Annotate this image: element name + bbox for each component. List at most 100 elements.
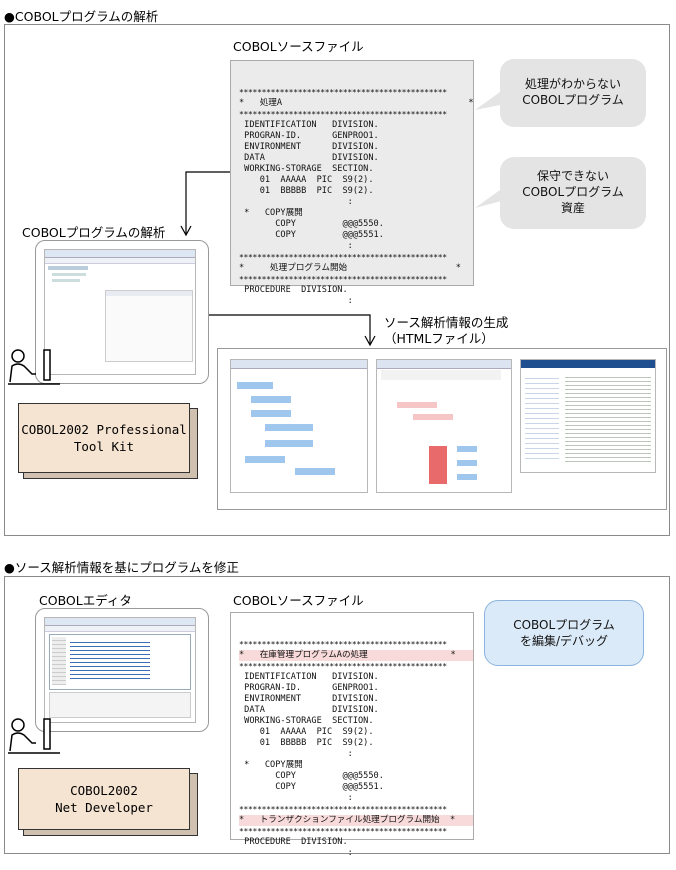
flow-node — [237, 382, 273, 389]
flow-node — [457, 460, 477, 466]
flow-node — [397, 402, 437, 408]
source-line: * 処理プログラム開始 * — [239, 263, 461, 273]
source-file-label-1: COBOLソースファイル — [233, 39, 364, 54]
source-line: ****************************************… — [239, 805, 447, 814]
callout-line: 処理がわからない — [524, 77, 621, 91]
product-name-line: COBOL2002 Professional — [21, 422, 187, 437]
file-list — [525, 374, 559, 462]
source-line: ENVIRONMENT DIVISION. — [239, 694, 379, 704]
source-line: : — [239, 241, 353, 251]
code-area — [49, 634, 191, 690]
source-line: PROCEDURE DIVISION. — [239, 837, 348, 847]
flow-node — [413, 414, 453, 420]
editor-label: COBOLエディタ — [39, 593, 132, 608]
section1-title: ●COBOLプログラムの解析 — [4, 9, 159, 24]
window-titlebar — [521, 360, 655, 368]
source-line: ****************************************… — [239, 662, 447, 671]
callout-unmaintainable-assets: 保守できない COBOLプログラム 資産 — [500, 157, 646, 229]
callout-line: を編集/デバッグ — [519, 634, 609, 648]
source-line: IDENTIFICATION DIVISION. — [239, 672, 379, 682]
flow-node — [457, 446, 477, 452]
source-line: * COPY展開 — [239, 208, 303, 218]
output-pane — [49, 692, 191, 718]
flow-node — [295, 468, 335, 475]
flow-node — [265, 424, 313, 431]
source-line: : — [239, 793, 353, 803]
tree-item — [48, 266, 88, 270]
source-line: IDENTIFICATION DIVISION. — [239, 120, 379, 130]
cobol-source-listing-2: ****************************************… — [230, 612, 474, 858]
html-report-screenshot-1 — [230, 359, 368, 493]
product-box-net-developer: COBOL2002 Net Developer — [18, 768, 198, 836]
analysis-tool-screenshot — [44, 249, 196, 375]
tree-item — [52, 273, 86, 276]
source-line: COPY @@@5551. — [239, 782, 384, 792]
section2-title: ●ソース解析情報を基にプログラムを修正 — [4, 560, 239, 575]
callout-line: COBOLプログラム — [522, 185, 624, 199]
editor-frame — [35, 608, 209, 732]
source-line: ENVIRONMENT DIVISION. — [239, 142, 379, 152]
source-line: COPY @@@5550. — [239, 771, 384, 781]
callout-line: COBOLプログラム — [522, 93, 624, 107]
html-report-screenshot-3 — [520, 359, 656, 473]
source-line: PROGRAN-ID. GENPROO1. — [239, 131, 379, 141]
source-line: : — [239, 197, 353, 207]
window-titlebar — [231, 360, 367, 369]
generation-label: ソース解析情報の生成 — [384, 315, 509, 330]
product-name-line: COBOL2002 — [70, 783, 138, 798]
arrowhead-icon — [180, 225, 192, 237]
window-toolbar — [45, 258, 195, 264]
source-line: 01 AAAAA PIC S9(2). — [239, 727, 374, 737]
bubble-tail — [475, 92, 505, 110]
product-box-professional-tool-kit: COBOL2002 Professional Tool Kit — [18, 403, 198, 479]
cobol-source-listing-1: ****************************************… — [230, 60, 474, 306]
source-line: COPY @@@5551. — [239, 230, 384, 240]
flow-node — [251, 396, 291, 403]
flow-block — [429, 446, 447, 484]
callout-line: COBOLプログラム — [513, 618, 615, 632]
arrow-tool-to-html — [207, 314, 371, 344]
callout-line: 保守できない — [536, 169, 609, 183]
source-line: WORKING-STORAGE SECTION. — [239, 164, 374, 174]
source-line: : — [239, 296, 353, 306]
flow-node — [251, 410, 291, 417]
source-line: 01 AAAAA PIC S9(2). — [239, 175, 374, 185]
callout-line: 資産 — [560, 201, 585, 215]
window-titlebar — [45, 618, 195, 626]
source-line: ****************************************… — [239, 640, 447, 649]
flow-node — [265, 440, 313, 447]
code-lines — [70, 639, 150, 679]
product-name-line: Tool Kit — [73, 439, 135, 454]
editor-screenshot — [44, 617, 196, 723]
source-line: * トランザクションファイル処理プログラム開始 * — [239, 815, 473, 826]
analysis-tool-frame — [35, 240, 209, 384]
source-line: 01 BBBBB PIC S9(2). — [239, 186, 374, 196]
source-line: WORKING-STORAGE SECTION. — [239, 716, 374, 726]
source-line: * COPY展開 — [239, 760, 303, 770]
source-line: : — [239, 848, 353, 858]
callout-edit-debug: COBOLプログラム を編集/デバッグ — [484, 600, 644, 666]
source-line: * 処理A * — [239, 98, 474, 108]
bubble-tail — [475, 190, 505, 208]
source-line: ****************************************… — [239, 275, 447, 284]
source-line: PROGRAN-ID. GENPROO1. — [239, 683, 379, 693]
generation-label-sub: （HTMLファイル） — [384, 331, 494, 346]
source-line: * 在庫管理プログラムAの処理 * — [239, 650, 473, 661]
source-line: ****************************************… — [239, 827, 447, 836]
window-toolbar — [45, 626, 195, 632]
arrow-source-to-tool — [185, 171, 230, 234]
dialog-window — [105, 290, 193, 362]
callout-unknown-program: 処理がわからない COBOLプログラム — [500, 59, 646, 127]
source-line: DATA DIVISION. — [239, 705, 379, 715]
source-line: DATA DIVISION. — [239, 153, 379, 163]
html-report-screenshot-2 — [376, 359, 512, 493]
source-line: ****************************************… — [239, 110, 447, 119]
source-line: : — [239, 749, 353, 759]
window-titlebar — [377, 360, 511, 369]
source-line: ****************************************… — [239, 253, 447, 262]
source-line: ****************************************… — [239, 88, 447, 97]
line-numbers — [52, 637, 66, 685]
source-file-label-2: COBOLソースファイル — [233, 593, 364, 608]
analysis-label: COBOLプログラムの解析 — [22, 225, 166, 240]
user-at-computer-icon — [8, 349, 60, 385]
